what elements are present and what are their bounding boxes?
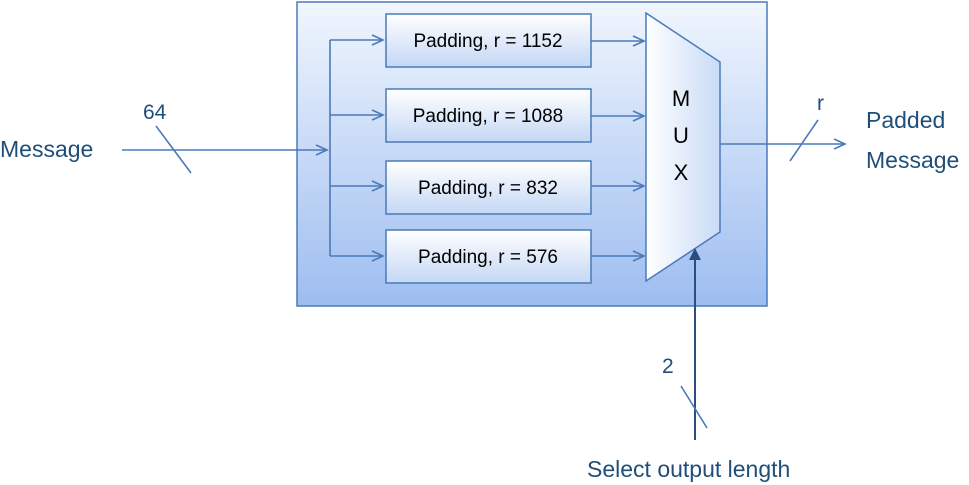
output-bus-width: r xyxy=(817,92,824,115)
padding-block-1: Padding, r = 1152 xyxy=(385,13,592,68)
select-label: Select output length xyxy=(587,456,790,482)
input-bus-width: 64 xyxy=(143,101,167,124)
input-bus-slash xyxy=(155,125,192,174)
mux-letter-x: X xyxy=(674,160,689,185)
select-bus-width: 2 xyxy=(662,355,674,378)
mux-block xyxy=(645,11,721,283)
padding-block-2: Padding, r = 1088 xyxy=(385,88,592,143)
padding-block-4-label: Padding, r = 576 xyxy=(418,247,558,268)
padding-block-2-label: Padding, r = 1088 xyxy=(413,106,564,127)
select-bus-slash xyxy=(680,385,708,429)
output-label-line1: Padded xyxy=(866,107,945,133)
mux-letter-u: U xyxy=(673,123,689,148)
padding-block-3-label: Padding, r = 832 xyxy=(418,178,558,199)
output-label-line2: Message xyxy=(866,147,959,173)
mux-letter-m: M xyxy=(672,86,690,111)
output-bus-slash xyxy=(789,119,819,162)
padding-block-4: Padding, r = 576 xyxy=(385,229,592,284)
padding-block-1-label: Padding, r = 1152 xyxy=(413,31,562,52)
padding-block-3: Padding, r = 832 xyxy=(385,160,592,215)
input-label: Message xyxy=(0,136,93,162)
